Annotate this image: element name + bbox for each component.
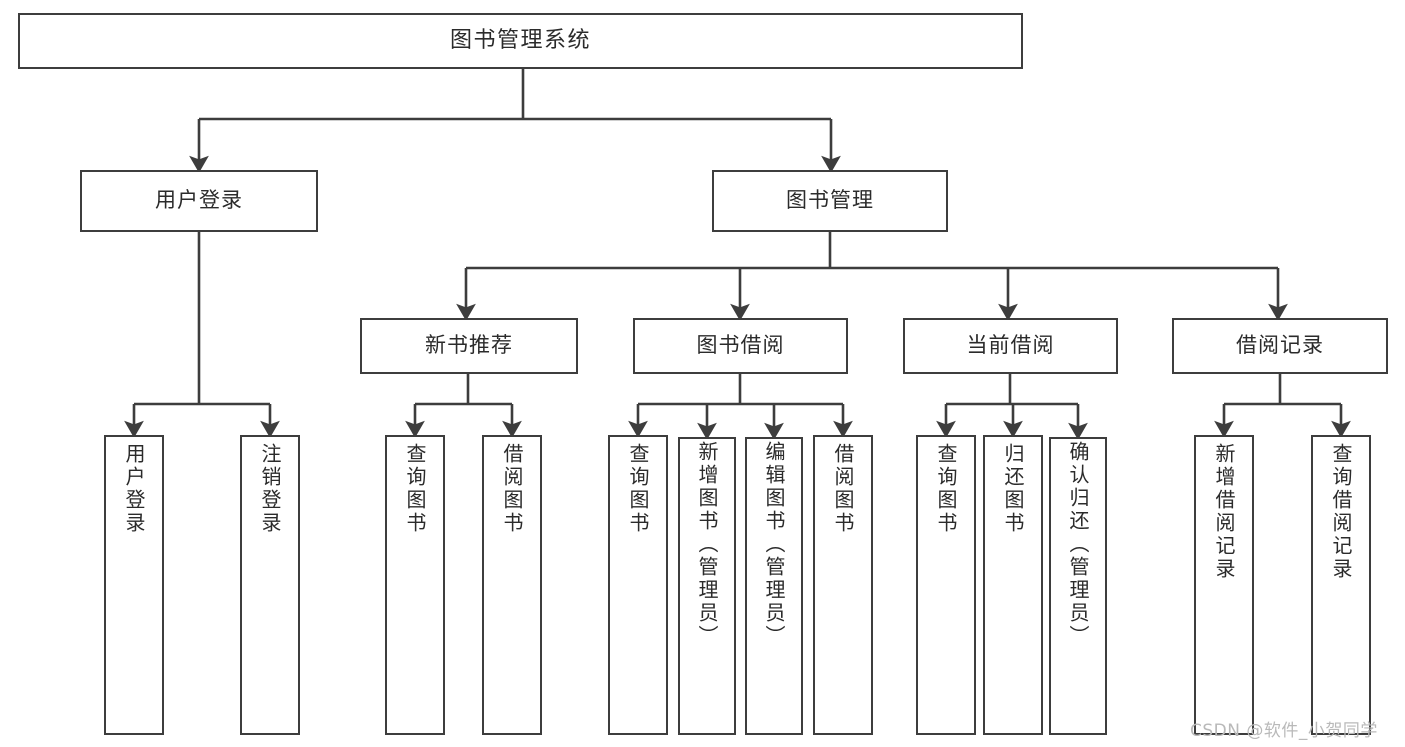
node-leaf-query-book-1-label: 查询图书 bbox=[403, 443, 427, 535]
node-leaf-borrow-book-1[interactable]: 借阅图书 bbox=[482, 435, 542, 735]
node-leaf-query-book-3-label: 查询图书 bbox=[934, 443, 958, 535]
node-new-book-rec[interactable]: 新书推荐 bbox=[360, 318, 578, 374]
node-book-manage[interactable]: 图书管理 bbox=[712, 170, 948, 232]
node-leaf-user-login-label: 用户登录 bbox=[122, 443, 146, 535]
node-leaf-edit-book[interactable]: 编辑图书（管理员） bbox=[745, 437, 803, 735]
node-borrow-record[interactable]: 借阅记录 bbox=[1172, 318, 1388, 374]
node-user-login[interactable]: 用户登录 bbox=[80, 170, 318, 232]
node-leaf-query-book-3[interactable]: 查询图书 bbox=[916, 435, 976, 735]
node-current-borrow[interactable]: 当前借阅 bbox=[903, 318, 1118, 374]
node-leaf-query-book-2[interactable]: 查询图书 bbox=[608, 435, 668, 735]
node-borrow-record-label: 借阅记录 bbox=[1236, 333, 1324, 358]
node-leaf-query-record[interactable]: 查询借阅记录 bbox=[1311, 435, 1371, 735]
node-leaf-add-book[interactable]: 新增图书（管理员） bbox=[678, 437, 736, 735]
node-current-borrow-label: 当前借阅 bbox=[966, 333, 1055, 358]
node-leaf-user-logout[interactable]: 注销登录 bbox=[240, 435, 300, 735]
node-leaf-add-book-label: 新增图书（管理员） bbox=[695, 441, 719, 648]
node-leaf-return-book-label: 归还图书 bbox=[1001, 443, 1025, 535]
node-leaf-return-book[interactable]: 归还图书 bbox=[983, 435, 1043, 735]
node-leaf-edit-book-label: 编辑图书（管理员） bbox=[762, 441, 786, 648]
node-leaf-borrow-book-2[interactable]: 借阅图书 bbox=[813, 435, 873, 735]
node-new-book-rec-label: 新书推荐 bbox=[425, 333, 513, 358]
node-book-borrow[interactable]: 图书借阅 bbox=[633, 318, 848, 374]
node-leaf-query-record-label: 查询借阅记录 bbox=[1329, 443, 1353, 581]
node-leaf-confirm-return[interactable]: 确认归还（管理员） bbox=[1049, 437, 1107, 735]
node-user-login-label: 用户登录 bbox=[155, 188, 243, 213]
node-leaf-borrow-book-2-label: 借阅图书 bbox=[831, 443, 855, 535]
node-leaf-query-book-2-label: 查询图书 bbox=[626, 443, 650, 535]
node-leaf-query-book-1[interactable]: 查询图书 bbox=[385, 435, 445, 735]
node-leaf-add-record[interactable]: 新增借阅记录 bbox=[1194, 435, 1254, 735]
node-leaf-borrow-book-1-label: 借阅图书 bbox=[500, 443, 524, 535]
node-root-label: 图书管理系统 bbox=[449, 27, 591, 53]
node-leaf-add-record-label: 新增借阅记录 bbox=[1212, 443, 1236, 581]
node-leaf-user-logout-label: 注销登录 bbox=[258, 443, 282, 535]
watermark: CSDN @软件_小贺同学 bbox=[1190, 721, 1378, 741]
node-leaf-user-login[interactable]: 用户登录 bbox=[104, 435, 164, 735]
node-book-borrow-label: 图书借阅 bbox=[696, 333, 785, 358]
node-leaf-confirm-return-label: 确认归还（管理员） bbox=[1066, 441, 1090, 648]
node-book-manage-label: 图书管理 bbox=[786, 188, 874, 213]
node-root[interactable]: 图书管理系统 bbox=[18, 13, 1023, 69]
